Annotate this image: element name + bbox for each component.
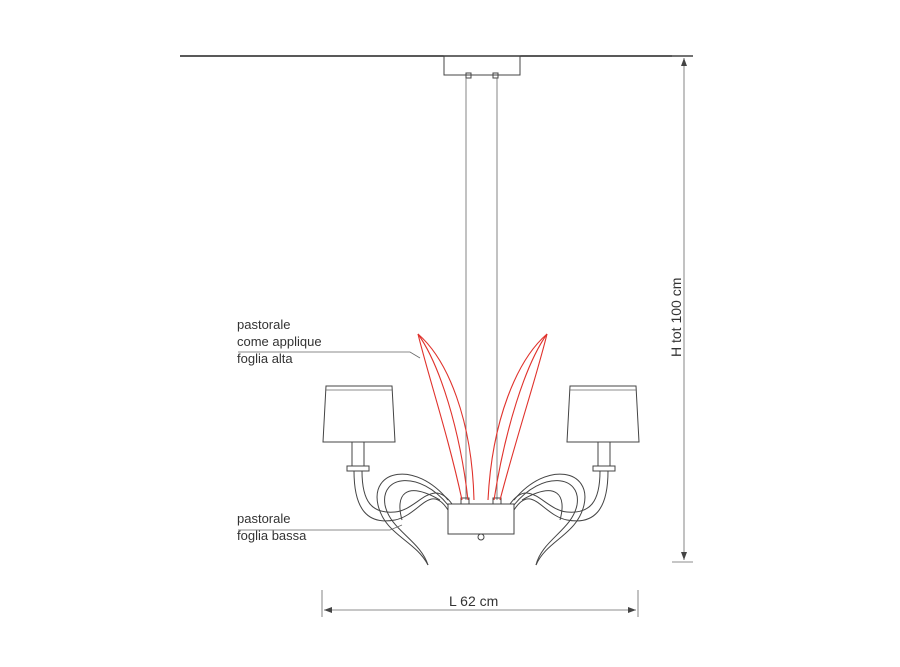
body-nut-left [460, 497, 470, 505]
label-top-leaf-line2: come applique [237, 334, 322, 349]
leader-line-top [238, 351, 421, 359]
canopy-screw-right [492, 72, 499, 79]
body-finial [477, 533, 485, 541]
height-label: H tot 100 cm [668, 278, 684, 357]
ceiling-canopy [443, 55, 521, 76]
upper-leaf-right [487, 333, 548, 501]
lampshade-left [322, 385, 396, 472]
lower-arm-left [353, 470, 453, 566]
width-label: L 62 cm [449, 593, 498, 609]
height-dimension [672, 55, 693, 563]
upper-leaf-left [417, 333, 475, 501]
central-body [447, 503, 515, 535]
canopy-screw-left [465, 72, 472, 79]
label-top-leaf-line3: foglia alta [237, 351, 293, 366]
lower-arm-right [509, 470, 609, 566]
lampshade-right [566, 385, 640, 472]
body-nut-right [492, 497, 502, 505]
label-bottom-leaf-line2: foglia bassa [237, 528, 307, 543]
label-top-leaf-line1: pastorale [237, 317, 290, 332]
width-dimension [321, 590, 639, 617]
leader-line-bottom [238, 524, 403, 531]
label-bottom-leaf-line1: pastorale [237, 511, 290, 526]
